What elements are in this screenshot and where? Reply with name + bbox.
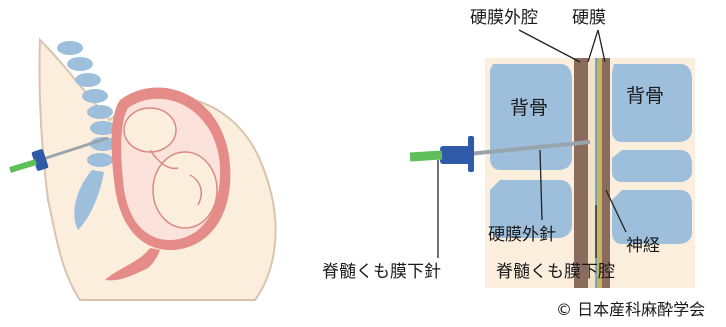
subarachnoid-space	[588, 58, 596, 288]
label-epidural-needle: 硬膜外針	[488, 225, 556, 245]
label-epidural-space: 硬膜外腔	[470, 8, 538, 28]
nerve-band	[596, 58, 602, 288]
label-spinal-needle: 脊髄くも膜下針	[322, 262, 441, 282]
label-nerve: 神経	[626, 236, 660, 256]
label-subarachnoid-space: 脊髄くも膜下腔	[496, 262, 615, 282]
pregnancy-illustration	[10, 40, 276, 300]
dura-band-right	[602, 58, 610, 288]
label-vertebra-right: 背骨	[626, 86, 664, 106]
copyright-credit: © 日本産科麻酔学会	[556, 300, 705, 320]
vertebra-right-middle	[612, 150, 692, 182]
label-vertebra-left: 背骨	[510, 98, 548, 118]
dura-band-left	[574, 58, 588, 288]
label-dura: 硬膜	[572, 8, 606, 28]
